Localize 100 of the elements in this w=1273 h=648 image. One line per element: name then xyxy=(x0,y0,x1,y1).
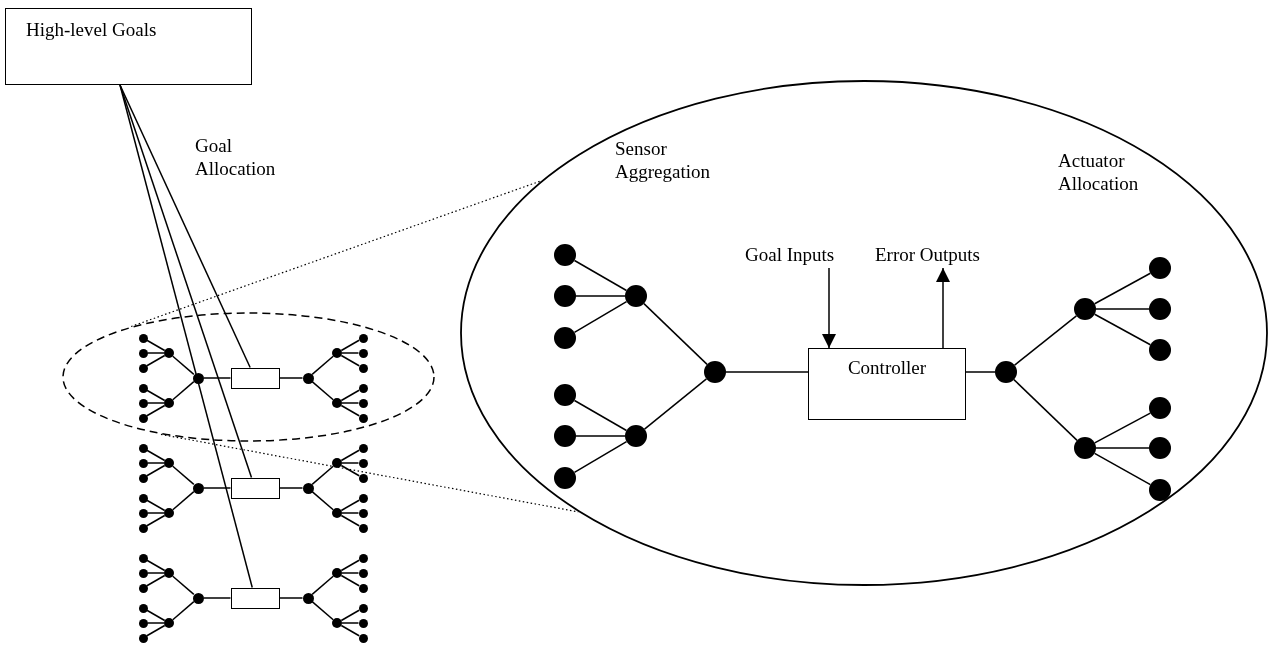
node-label: High-level Goals xyxy=(26,19,157,41)
connector-line xyxy=(146,514,166,527)
node-dot xyxy=(554,244,576,266)
node-dot xyxy=(164,508,174,518)
node-dot xyxy=(358,493,368,503)
connector-line xyxy=(146,624,166,637)
node-dot xyxy=(358,413,368,423)
connector-line xyxy=(340,389,360,402)
node-dot xyxy=(358,583,368,593)
connector-line xyxy=(340,624,360,637)
connector-line xyxy=(1013,378,1078,442)
connector-line xyxy=(341,402,360,404)
node-dot xyxy=(1149,397,1171,419)
connector-line xyxy=(278,487,304,489)
process-box xyxy=(5,8,252,85)
node-dot xyxy=(138,398,148,408)
connector-line xyxy=(311,600,334,621)
connector-line xyxy=(340,354,360,367)
node-dot xyxy=(138,413,148,423)
connector-line xyxy=(573,259,628,292)
node-dot xyxy=(332,508,342,518)
connector-line xyxy=(340,404,360,417)
connector-line xyxy=(311,575,334,596)
connector-line xyxy=(340,499,360,512)
node-dot xyxy=(138,568,148,578)
node-dot xyxy=(358,508,368,518)
node-dot xyxy=(358,458,368,468)
process-box xyxy=(808,348,966,420)
node-dot xyxy=(138,633,148,643)
node-dot xyxy=(358,333,368,343)
process-box xyxy=(230,587,280,609)
connector-line xyxy=(341,512,360,514)
node-dot xyxy=(138,458,148,468)
node-dot xyxy=(554,467,576,489)
node-dot xyxy=(138,603,148,613)
node-dot xyxy=(1149,479,1171,501)
process-box xyxy=(230,477,280,499)
node-dot xyxy=(704,361,726,383)
node-dot xyxy=(358,398,368,408)
arrow xyxy=(936,267,950,349)
connector-line xyxy=(146,354,166,367)
node-dot xyxy=(358,553,368,563)
node-dot xyxy=(138,493,148,503)
connector-line xyxy=(172,575,195,596)
node-dot xyxy=(332,348,342,358)
connector-line xyxy=(1093,313,1152,346)
connector-line xyxy=(172,600,195,621)
connector-line xyxy=(643,378,708,430)
connector-line xyxy=(119,84,253,589)
edge-label: Error Outputs xyxy=(875,244,980,267)
node-dot xyxy=(625,285,647,307)
node-dot xyxy=(358,473,368,483)
connector-line xyxy=(1093,412,1152,444)
edge-label: Goal Inputs xyxy=(745,244,835,267)
node-dot xyxy=(138,508,148,518)
node-dot xyxy=(358,383,368,393)
connector-line xyxy=(573,300,628,334)
connector-line xyxy=(341,572,360,574)
connector-line xyxy=(311,380,334,401)
connector-line xyxy=(340,514,360,527)
connector-line xyxy=(172,355,195,376)
connector-line xyxy=(146,449,166,462)
connector-line xyxy=(146,609,166,622)
connector-line xyxy=(119,84,253,479)
connector-line xyxy=(146,464,166,477)
annotation-label: Goal Allocation xyxy=(195,135,277,181)
node-dot xyxy=(1074,298,1096,320)
connector-line xyxy=(643,302,708,366)
connector-line xyxy=(311,355,334,376)
node-dot xyxy=(1074,437,1096,459)
connector-line xyxy=(1093,272,1152,305)
node-dot xyxy=(554,425,576,447)
connector-line xyxy=(146,404,166,417)
connector-line xyxy=(341,622,360,624)
connector-line xyxy=(146,622,165,624)
connector-line xyxy=(1095,308,1150,310)
node-dot xyxy=(1149,339,1171,361)
node-dot xyxy=(554,327,576,349)
connector-line xyxy=(341,352,360,354)
node-dot xyxy=(332,618,342,628)
node-dot xyxy=(138,443,148,453)
node-dot xyxy=(358,603,368,613)
node-dot xyxy=(138,473,148,483)
connector-line xyxy=(1093,452,1152,486)
connector-line xyxy=(146,402,165,404)
node-dot xyxy=(138,363,148,373)
node-dot xyxy=(358,363,368,373)
zoom-ellipse xyxy=(460,80,1268,586)
node-dot xyxy=(358,568,368,578)
node-dot xyxy=(192,592,204,604)
connector-line xyxy=(340,609,360,622)
node-dot xyxy=(554,384,576,406)
connector-line xyxy=(146,462,165,464)
node-dot xyxy=(1149,437,1171,459)
node-label: Controller xyxy=(847,357,927,379)
connector-line xyxy=(311,465,334,486)
connector-line xyxy=(340,464,360,477)
node-dot xyxy=(164,348,174,358)
connector-line xyxy=(1095,447,1150,449)
node-dot xyxy=(138,333,148,343)
